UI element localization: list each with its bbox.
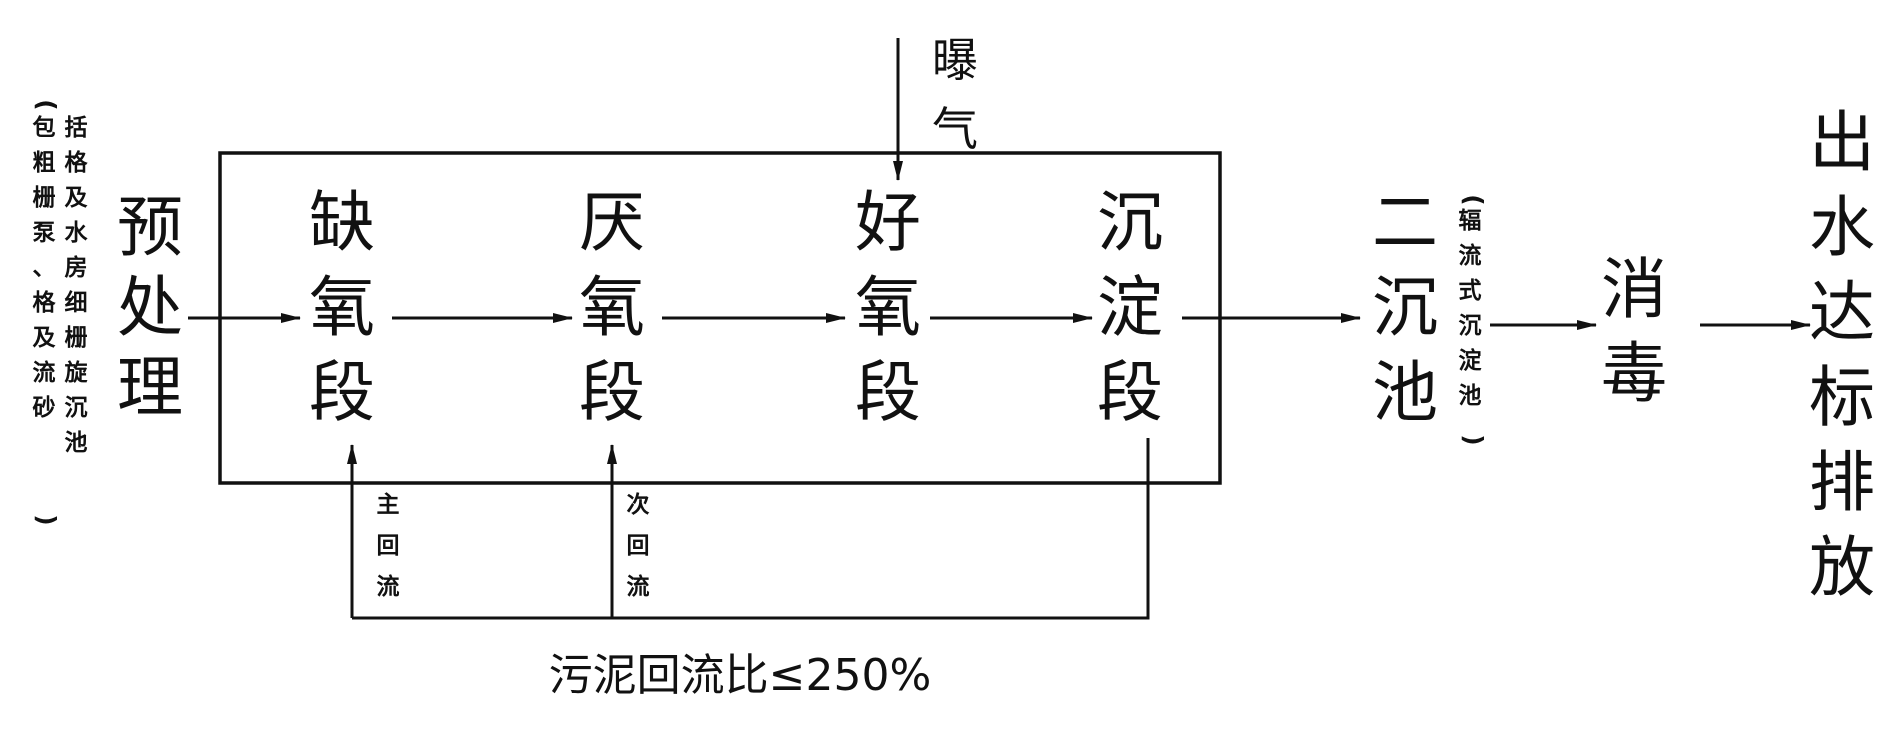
svg-text:池: 池 [1372,354,1438,431]
svg-text:段: 段 [579,354,645,431]
svg-text:好: 好 [855,184,921,261]
note-col-2: 括 格 及 水 房 细 栅 旋 沉 池 [65,115,89,456]
svg-text:沉: 沉 [1459,313,1482,339]
note-char: 砂 [33,395,56,421]
sludge-return-ratio: 污泥回流比≤250% [549,650,932,701]
note-close-paren: ) [32,514,61,525]
svg-text:流: 流 [377,573,400,600]
note-char: 、 [33,255,56,281]
note-char: 栅 [65,325,88,351]
svg-text:缺: 缺 [309,184,375,261]
main-return-label: 主 回 流 [377,492,400,600]
note-char: 粗 [33,149,56,176]
svg-text:段: 段 [309,354,375,431]
note-char: 包 [33,114,56,141]
svg-text:理: 理 [117,349,183,426]
svg-text:氧: 氧 [579,269,645,346]
note-col-1: 包 粗 栅 泵 、 格 及 流 砂 [33,114,57,421]
secondary-clarifier-label: 二 沉 池 [1372,184,1438,431]
svg-text:消: 消 [1601,251,1667,328]
disinfection-label: 消 毒 [1601,251,1667,412]
stage-anoxic: 缺 氧 段 [309,184,375,431]
svg-text:出: 出 [1809,104,1875,181]
svg-text:辐: 辐 [1459,208,1482,234]
note-char: 及 [33,325,56,351]
note-char: 细 [65,289,88,316]
note-char: 及 [65,185,88,211]
aeration-label: 曝 气 [932,33,978,156]
svg-text:沉: 沉 [1372,269,1438,346]
pretreatment-note: ( 包 粗 栅 泵 、 格 及 流 砂 括 格 及 水 房 细 栅 旋 沉 池 … [32,99,89,525]
note-char: 沉 [65,395,88,421]
svg-text:标: 标 [1809,359,1875,436]
note-open-paren: ( [32,99,61,110]
svg-text:排: 排 [1809,444,1875,521]
stage-aerobic: 好 氧 段 [855,184,921,431]
stage-anaerobic: 厌 氧 段 [579,184,645,431]
svg-text:二: 二 [1372,184,1438,261]
note-char: 房 [65,254,88,281]
svg-text:流: 流 [1459,242,1482,269]
return-line [352,438,1150,620]
stage-settling: 沉 淀 段 [1097,184,1163,431]
svg-text:厌: 厌 [579,184,645,261]
svg-text:回: 回 [627,533,650,559]
note-char: 池 [65,430,88,456]
pretreatment-label: 预 处 理 [117,189,183,426]
svg-text:淀: 淀 [1097,269,1163,346]
note-char: 泵 [33,220,56,246]
note-char: 旋 [65,359,89,386]
note-char: 水 [65,220,89,246]
secondary-clarifier-note: ( 辐 流 式 沉 淀 池 ) [1459,194,1489,445]
svg-text:达: 达 [1809,274,1875,351]
svg-text:段: 段 [1097,354,1163,431]
svg-text:放: 放 [1809,529,1875,606]
svg-text:氧: 氧 [855,269,921,346]
svg-text:主: 主 [377,492,400,518]
svg-text:沉: 沉 [1097,184,1163,261]
secondary-return-label: 次 回 流 [627,491,650,600]
svg-text:(: ( [1459,194,1488,205]
svg-text:流: 流 [627,573,650,600]
svg-text:处: 处 [117,269,183,346]
svg-text:段: 段 [855,354,921,431]
svg-text:池: 池 [1459,383,1482,409]
svg-text:预: 预 [117,189,183,266]
note-char: 格 [65,149,89,176]
svg-text:次: 次 [627,491,650,518]
svg-text:毒: 毒 [1601,335,1667,412]
svg-text:气: 气 [932,102,978,156]
svg-text:曝: 曝 [932,33,978,87]
effluent-label: 出 水 达 标 排 放 [1809,104,1875,606]
svg-text:氧: 氧 [309,269,375,346]
svg-text:水: 水 [1809,189,1875,266]
svg-text:回: 回 [377,533,400,559]
note-char: 流 [33,359,56,386]
note-char: 栅 [33,185,56,211]
note-char: 括 [65,115,88,141]
svg-text:): ) [1459,434,1488,445]
note-char: 格 [33,289,57,316]
svg-text:淀: 淀 [1459,347,1483,374]
svg-text:式: 式 [1459,278,1482,304]
